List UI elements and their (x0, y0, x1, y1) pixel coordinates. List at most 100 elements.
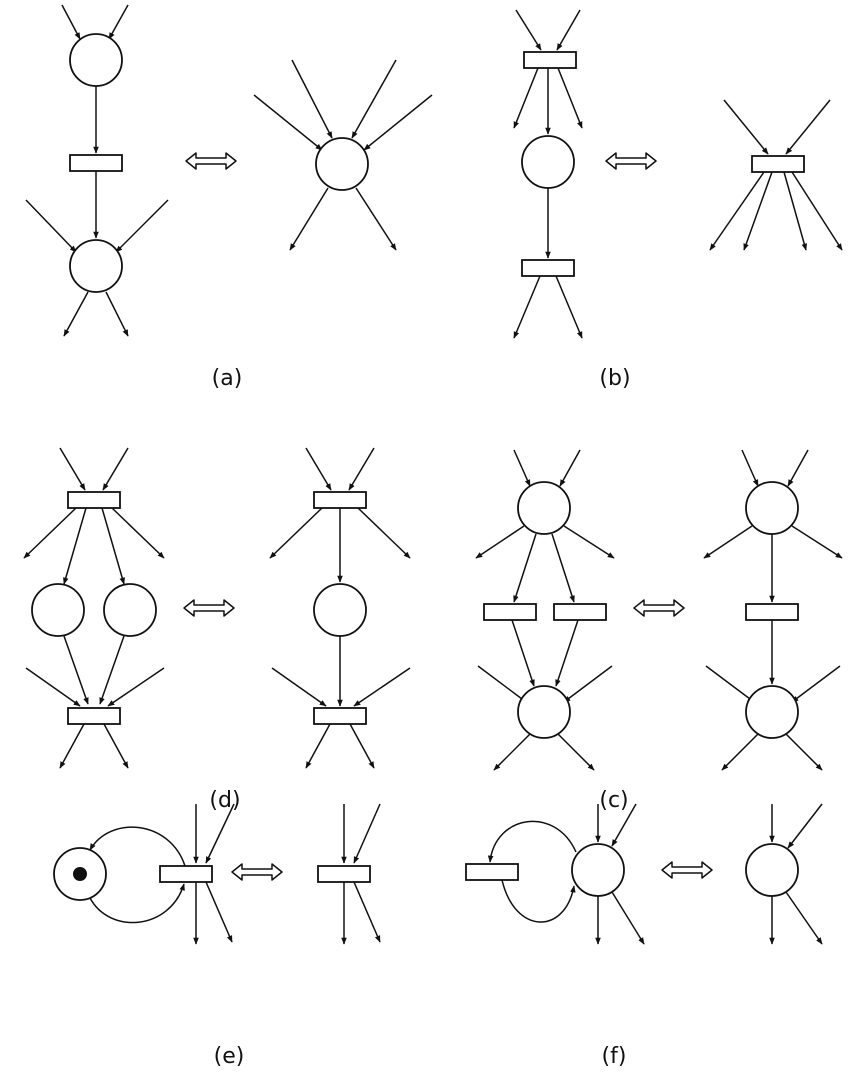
place (31, 583, 85, 637)
arc (115, 199, 169, 253)
arc (357, 507, 411, 559)
arc (353, 881, 381, 943)
equivalence-arrow (661, 861, 713, 879)
arc (305, 723, 331, 769)
arc (89, 883, 185, 924)
panel-label-f: (f) (601, 1044, 627, 1069)
arc (269, 507, 323, 559)
transition (523, 51, 577, 69)
arc (353, 667, 411, 707)
token-dot (73, 867, 87, 881)
arc (291, 59, 333, 139)
arc (559, 449, 581, 487)
arc (515, 9, 542, 51)
arc (557, 733, 595, 771)
arc (785, 99, 831, 155)
transition (751, 155, 805, 173)
place (745, 685, 799, 739)
arc (513, 67, 539, 129)
arc (63, 507, 87, 585)
panel-d-after (269, 447, 411, 769)
arc (743, 171, 773, 251)
panel-label-e: (e) (213, 1044, 245, 1069)
arc (101, 507, 125, 585)
panel-b (513, 9, 843, 339)
arc (791, 665, 841, 703)
place (69, 239, 123, 293)
arc (787, 803, 823, 849)
arc (23, 507, 77, 559)
arc (563, 665, 613, 703)
transition (553, 603, 607, 621)
arc (501, 879, 576, 923)
panel-d (23, 447, 411, 769)
arc (709, 171, 765, 251)
place (745, 843, 799, 897)
arc (253, 94, 323, 151)
arc (289, 187, 329, 251)
arc (108, 4, 129, 40)
panel-label-a: (a) (211, 366, 243, 391)
arc (111, 507, 165, 559)
arc (555, 275, 583, 339)
panel-c-after (703, 449, 843, 771)
place (517, 481, 571, 535)
place (313, 583, 367, 637)
transition (317, 865, 371, 883)
panel-c-before (475, 449, 615, 771)
arc (785, 733, 823, 771)
panel-a-after (253, 59, 433, 251)
panel-label-b: (b) (599, 366, 631, 391)
panel-e-before (53, 803, 235, 945)
arc (25, 199, 77, 253)
panel-e-after (317, 803, 381, 945)
arc (723, 99, 769, 155)
panel-b-after (709, 99, 843, 251)
arc (349, 723, 375, 769)
transition (313, 707, 367, 725)
equivalence-arrow (605, 152, 657, 170)
arc (705, 665, 755, 703)
arc (63, 635, 89, 705)
arc (102, 447, 129, 491)
arc (107, 667, 165, 707)
arc (555, 619, 579, 687)
panel-f (465, 803, 823, 945)
panel-label-c: (c) (599, 788, 629, 813)
arc (61, 4, 81, 40)
arc (477, 665, 527, 703)
arc (205, 881, 233, 943)
arc (611, 891, 645, 945)
arc (513, 533, 537, 603)
transition (483, 603, 537, 621)
arc (511, 619, 535, 687)
arc (348, 447, 375, 491)
arc (363, 94, 433, 151)
equivalence-arrow (183, 599, 235, 617)
panel-f-after (745, 803, 823, 945)
arc (99, 635, 125, 705)
arc (513, 275, 541, 339)
arc (791, 171, 843, 251)
transition (313, 491, 367, 509)
transition (69, 154, 123, 172)
arc (105, 291, 129, 337)
arc (557, 67, 583, 129)
panel-d-before (23, 447, 165, 769)
panel-a (25, 4, 433, 337)
transition (521, 259, 575, 277)
arc (475, 525, 525, 559)
equivalence-arrow (185, 152, 237, 170)
arc (611, 803, 637, 847)
panel-a-before (25, 4, 169, 337)
place (745, 481, 799, 535)
transition (67, 491, 121, 509)
panel-e (53, 803, 381, 945)
arc (551, 533, 575, 603)
panel-label-d: (d) (209, 788, 241, 813)
arc (563, 525, 615, 559)
arc (791, 525, 843, 559)
arc (703, 525, 753, 559)
place (69, 33, 123, 87)
